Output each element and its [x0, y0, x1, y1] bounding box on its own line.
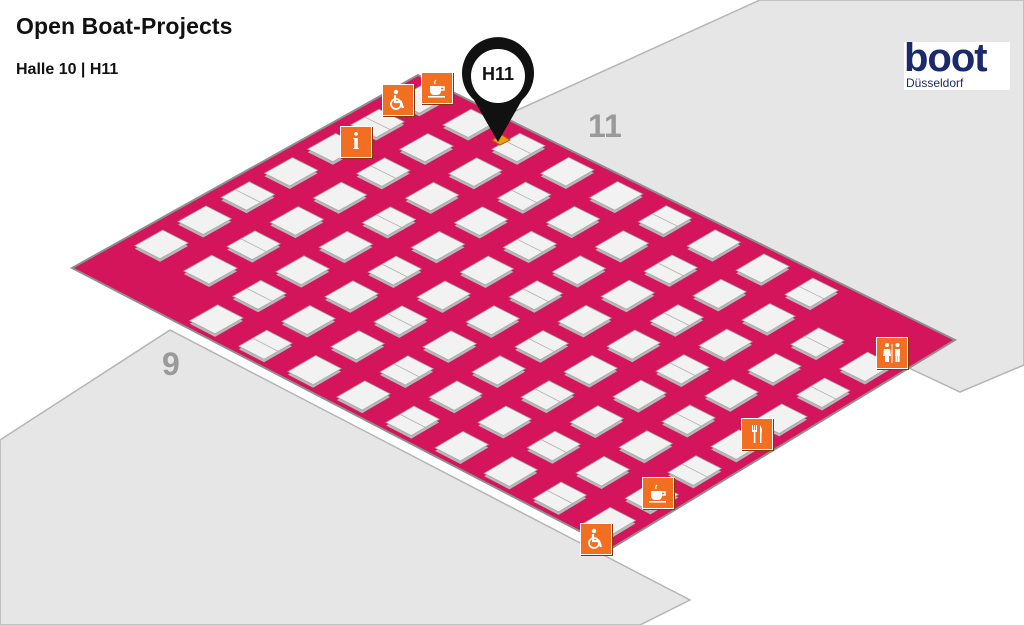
booth-divider	[540, 439, 567, 453]
booth-divider	[517, 238, 543, 253]
wheelchair-icon[interactable]	[382, 84, 414, 116]
booth-divider	[376, 214, 402, 228]
booth-divider	[387, 313, 414, 328]
booth-divider	[364, 116, 391, 131]
booth	[465, 305, 521, 336]
booth-divider	[505, 140, 532, 155]
booth	[563, 354, 619, 386]
booth	[612, 379, 668, 411]
pin-label: H11	[481, 64, 515, 84]
booth	[741, 303, 796, 334]
booth	[545, 205, 601, 236]
booth	[594, 230, 650, 260]
booth-divider	[798, 285, 825, 300]
booth	[551, 255, 607, 286]
booth	[698, 328, 753, 359]
hall-10-floor	[69, 73, 958, 550]
booth	[188, 304, 244, 335]
booth	[330, 330, 386, 361]
booth	[471, 355, 527, 386]
booth-divider	[235, 189, 261, 203]
booth-divider	[522, 288, 549, 302]
booth	[410, 231, 466, 261]
booth-divider	[669, 362, 696, 377]
booth-divider	[675, 412, 702, 427]
page-title: Open Boat-Projects	[16, 13, 233, 39]
hall-9-area	[0, 329, 692, 625]
booth	[600, 279, 656, 310]
booth-divider	[681, 463, 708, 478]
booth	[692, 278, 748, 309]
coffee-icon[interactable]	[421, 72, 453, 104]
booth	[704, 378, 759, 410]
info-icon[interactable]: i	[340, 126, 372, 158]
booth	[312, 181, 368, 212]
booth-divider	[652, 213, 678, 227]
booth	[575, 455, 631, 487]
booth	[416, 280, 472, 311]
location-pin	[461, 37, 534, 142]
booth	[263, 157, 319, 187]
booth	[404, 181, 460, 212]
booth	[398, 133, 454, 163]
booth	[177, 205, 233, 235]
booth	[133, 229, 189, 260]
booth	[336, 380, 391, 411]
booth	[275, 255, 331, 286]
hall-number-11: 11	[588, 108, 622, 144]
restaurant-icon[interactable]	[741, 418, 773, 450]
booth-divider	[534, 388, 561, 403]
booth-divider	[657, 262, 684, 277]
logo-city: Düsseldorf	[906, 76, 964, 90]
booth-divider	[511, 189, 537, 204]
booth	[453, 206, 509, 236]
booth	[459, 255, 515, 286]
hall-booth-subtitle: Halle 10 | H11	[16, 61, 119, 78]
booth	[618, 430, 674, 461]
booth	[286, 355, 342, 386]
booth	[281, 305, 336, 335]
booth	[747, 353, 802, 384]
boot-logo: boot Düsseldorf	[904, 36, 1010, 90]
booth	[477, 405, 533, 437]
booth-divider	[370, 165, 397, 179]
booth	[428, 380, 484, 411]
booth	[318, 230, 374, 261]
booth	[735, 253, 791, 284]
booth	[686, 229, 742, 260]
restroom-icon[interactable]	[876, 337, 908, 369]
booth-divider	[381, 263, 408, 278]
booth-divider	[393, 363, 420, 378]
booth-divider	[663, 312, 690, 326]
coffee-icon[interactable]	[642, 477, 674, 509]
booth	[539, 156, 595, 187]
hall-number-9: 9	[162, 346, 180, 382]
booth	[588, 181, 644, 211]
booth-divider	[399, 413, 426, 428]
booth	[557, 304, 613, 335]
booth	[569, 405, 625, 436]
booth	[483, 456, 539, 487]
booth	[269, 206, 325, 236]
booth	[606, 329, 662, 360]
booth-divider	[810, 386, 837, 400]
booth	[447, 157, 503, 187]
booth-divider	[246, 287, 273, 302]
booth-divider	[804, 335, 831, 350]
booth	[434, 430, 490, 462]
wheelchair-icon[interactable]	[580, 523, 612, 555]
booth	[182, 254, 238, 285]
booth	[324, 280, 380, 311]
booth-divider	[528, 338, 555, 352]
booth-divider	[240, 238, 267, 253]
logo-word: boot	[904, 36, 988, 80]
booth	[422, 330, 478, 361]
booth-divider	[252, 337, 279, 352]
booth-divider	[546, 490, 573, 504]
